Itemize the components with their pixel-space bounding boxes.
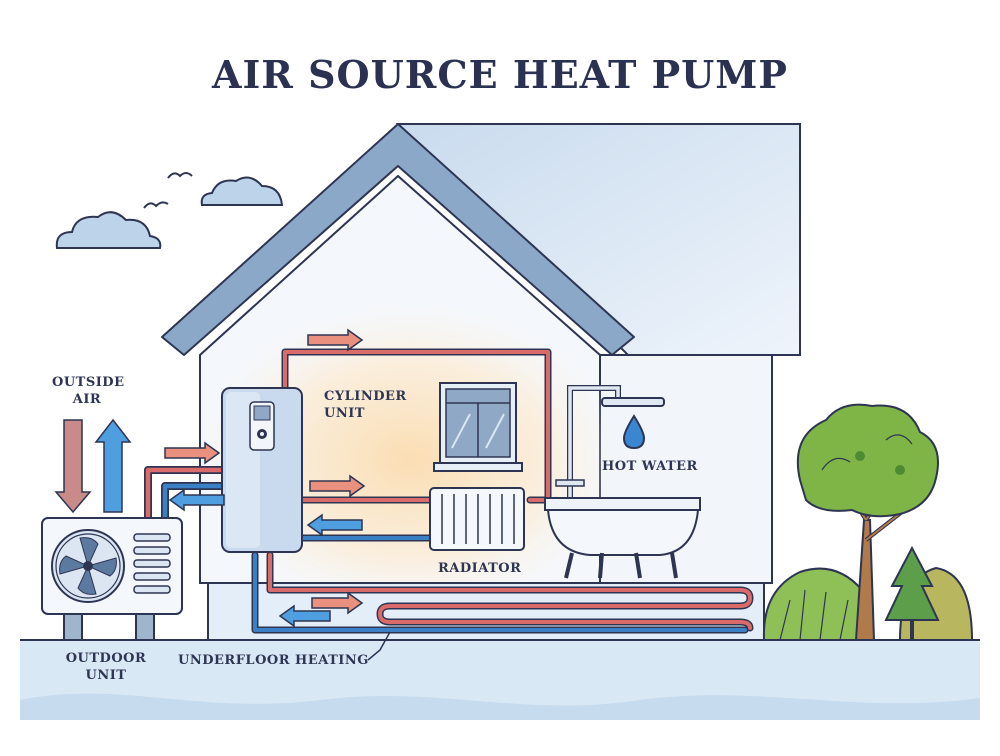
outside-air-in-arrow bbox=[54, 419, 92, 514]
underfloor-heating-pipes bbox=[251, 551, 754, 634]
hot-air-arrow bbox=[309, 474, 366, 498]
bird-icon bbox=[143, 201, 169, 209]
radiator bbox=[429, 487, 525, 551]
cylinder-unit bbox=[221, 387, 303, 553]
shower-pipe bbox=[567, 385, 621, 500]
outdoor-pipes bbox=[144, 466, 228, 524]
label-hot-water: HOT WATER bbox=[602, 459, 698, 474]
ground bbox=[20, 639, 980, 720]
label-outdoor-unit-line2: UNIT bbox=[85, 668, 127, 683]
bathtub bbox=[544, 479, 701, 579]
cold-air-arrow bbox=[168, 488, 225, 512]
cloud-icon bbox=[200, 176, 284, 206]
label-radiator: RADIATOR bbox=[438, 561, 522, 576]
hot-air-arrow bbox=[311, 591, 364, 615]
bird-icon bbox=[167, 172, 193, 179]
label-underfloor-heating: UNDERFLOOR HEATING bbox=[178, 653, 369, 668]
control-panel-icon bbox=[249, 401, 275, 451]
hot-pipe-loop bbox=[281, 348, 552, 504]
cold-air-arrow bbox=[306, 513, 363, 537]
bush bbox=[762, 567, 871, 641]
house-roof bbox=[161, 123, 635, 356]
outdoor-unit bbox=[41, 517, 183, 641]
cloud-icon bbox=[55, 211, 162, 249]
label-outdoor-unit-line1: OUTDOOR bbox=[65, 651, 147, 666]
cold-air-arrow bbox=[278, 604, 331, 628]
tree-icon bbox=[796, 403, 939, 641]
underfloor-leader-line bbox=[367, 631, 391, 661]
label-outdoor-unit: OUTDOOR UNIT bbox=[56, 650, 156, 684]
label-outside-air-line1: OUTSIDE bbox=[52, 375, 125, 390]
label-outside-air: OUTSIDE AIR bbox=[52, 374, 125, 408]
label-cylinder-unit-line2: UNIT bbox=[324, 406, 365, 421]
hot-air-arrow bbox=[307, 328, 364, 352]
label-cylinder-unit: CYLINDER UNIT bbox=[324, 388, 407, 422]
outside-air-out-arrow bbox=[94, 418, 132, 513]
tree-icon bbox=[884, 545, 940, 640]
hot-air-arrow bbox=[164, 441, 221, 465]
label-outside-air-line2: AIR bbox=[72, 392, 102, 407]
shower-head-icon bbox=[601, 397, 665, 407]
water-drop-icon bbox=[622, 414, 646, 450]
fan-icon bbox=[51, 529, 125, 603]
vent-grille bbox=[133, 533, 171, 594]
label-cylinder-unit-line1: CYLINDER bbox=[324, 389, 407, 404]
window bbox=[433, 382, 523, 472]
diagram-title: AIR SOURCE HEAT PUMP bbox=[212, 52, 788, 97]
